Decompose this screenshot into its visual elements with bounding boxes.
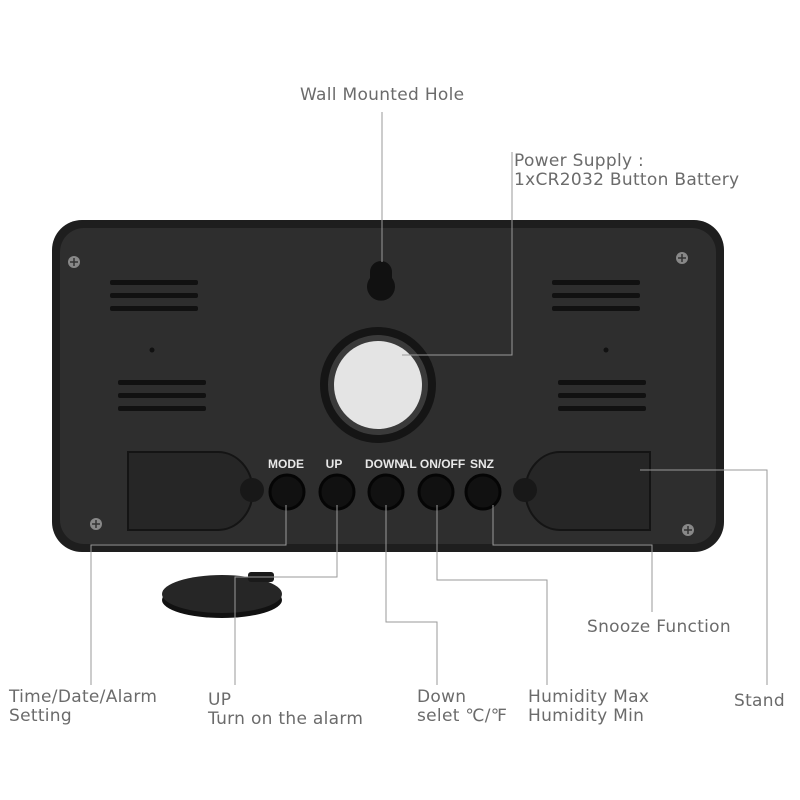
callout-lines xyxy=(90,112,768,685)
stand-slot-right xyxy=(524,451,651,531)
button-label: UP xyxy=(326,457,343,471)
callout-line: Humidity Max xyxy=(528,687,650,707)
callout-line: 1xCR2032 Button Battery xyxy=(514,170,740,190)
screw-icon xyxy=(682,524,694,536)
button-label: AL ON/OFF xyxy=(401,457,465,471)
callout-line: Power Supply : xyxy=(514,151,645,171)
callout-power-supply: Power Supply : 1xCR2032 Button Battery xyxy=(514,152,739,190)
callout-humidity: Humidity Max Humidity Min xyxy=(528,688,649,726)
callout-down: Down selet ℃/℉ xyxy=(417,688,507,726)
button-label: DOWN xyxy=(365,457,403,471)
stand-piece xyxy=(162,572,282,618)
button-mode[interactable]: MODE xyxy=(268,457,306,511)
button-down[interactable]: DOWN xyxy=(365,457,405,511)
callout-wall-hole: Wall Mounted Hole xyxy=(300,85,465,105)
button-label: SNZ xyxy=(470,457,494,471)
speaker-grille-right xyxy=(552,280,646,411)
callout-up: UP Turn on the alarm xyxy=(208,691,363,729)
callout-line: Down xyxy=(417,687,467,707)
callout-snooze: Snooze Function xyxy=(587,617,731,637)
button-alarm-on-off[interactable]: AL ON/OFF xyxy=(401,457,465,511)
callout-stand: Stand xyxy=(734,691,785,711)
callout-line: Humidity Min xyxy=(528,706,645,726)
screw-icon xyxy=(676,252,688,264)
callout-line: selet ℃/℉ xyxy=(417,706,508,726)
wall-mount-hole xyxy=(367,261,396,301)
button-label: MODE xyxy=(268,457,304,471)
callout-mode: Time/Date/Alarm Setting xyxy=(9,688,157,726)
callout-line: Setting xyxy=(9,706,72,726)
screw-icon xyxy=(68,256,80,268)
battery-compartment xyxy=(320,327,436,443)
screw-icon xyxy=(90,518,102,530)
callout-line: Turn on the alarm xyxy=(208,709,364,729)
button-snooze[interactable]: SNZ xyxy=(464,457,502,511)
callout-line: Time/Date/Alarm xyxy=(9,687,158,707)
stand-slot-left xyxy=(127,451,254,531)
speaker-grille-left xyxy=(110,280,206,411)
callout-line: UP xyxy=(208,690,232,710)
